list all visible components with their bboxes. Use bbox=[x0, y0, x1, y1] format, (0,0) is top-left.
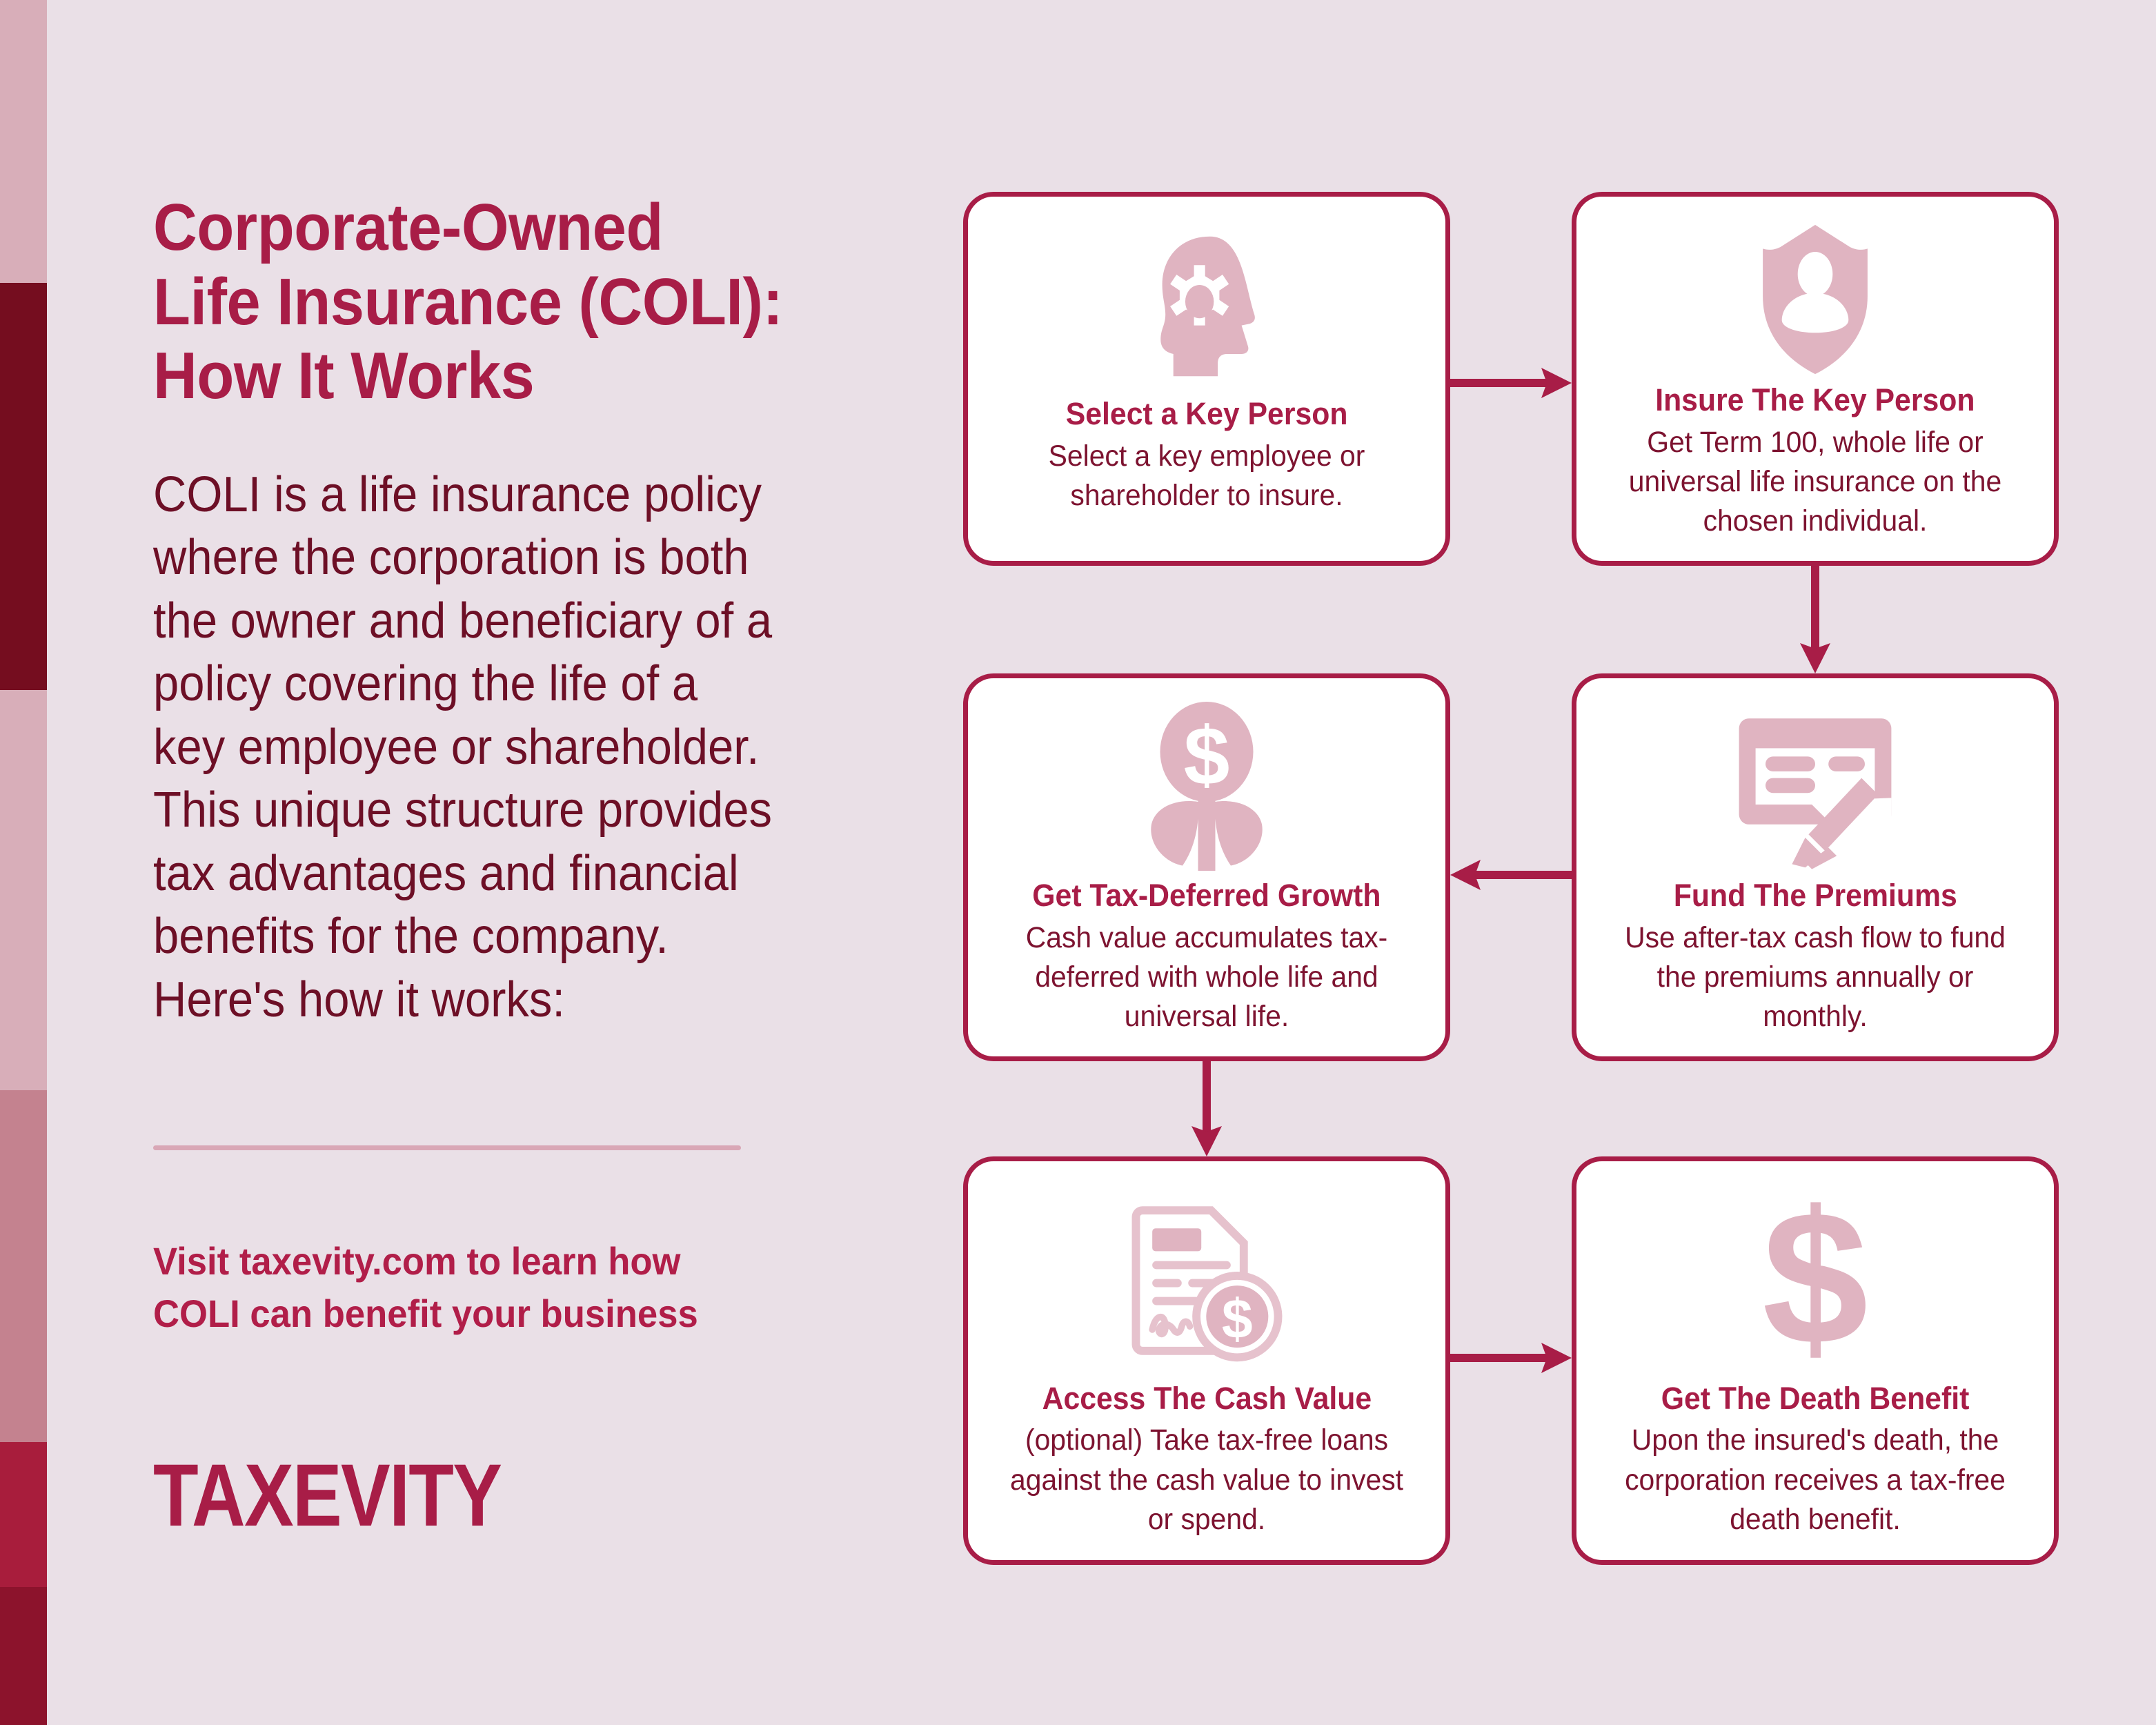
flow-card-get-the-death-benefit[interactable]: $ Get The Death Benefit Upon the insured… bbox=[1572, 1156, 2059, 1565]
document-with-coin-icon: $ bbox=[986, 1185, 1427, 1377]
card-description: Use after-tax cash flow to fund the prem… bbox=[1625, 920, 2006, 1033]
decorative-color-stripe bbox=[0, 0, 47, 1725]
card-description: Select a key employee or shareholder to … bbox=[1048, 439, 1365, 512]
flowchart: Select a Key Person Select a key employe… bbox=[963, 192, 2089, 1565]
page-title: Corporate-Owned Life Insurance (COLI): H… bbox=[153, 190, 783, 413]
stripe-band-6 bbox=[0, 1587, 47, 1725]
card-title: Fund The Premiums bbox=[1673, 878, 1957, 913]
call-to-action-text: Visit taxevity.com to learn how COLI can… bbox=[153, 1239, 698, 1335]
arrow-card4-to-card3 bbox=[1450, 860, 1572, 890]
flow-card-select-key-person[interactable]: Select a Key Person Select a key employe… bbox=[963, 192, 1450, 566]
card-title: Get The Death Benefit bbox=[1661, 1380, 1970, 1416]
flow-card-get-tax-deferred-growth[interactable]: $ Get Tax-Deferred Growth Cash value acc… bbox=[963, 673, 1450, 1061]
taxevity-logo: TAXEVITY bbox=[153, 1446, 502, 1545]
card-title: Insure The Key Person bbox=[1655, 382, 1975, 417]
money-flower-growth-icon: $ bbox=[986, 702, 1427, 874]
stripe-band-3 bbox=[0, 690, 47, 1090]
svg-text:$: $ bbox=[1762, 1198, 1868, 1363]
svg-text:$: $ bbox=[1184, 710, 1230, 802]
arrow-card2-to-card4 bbox=[1800, 566, 1830, 673]
card-description: Cash value accumulates tax-deferred with… bbox=[1025, 920, 1388, 1033]
card-title: Select a Key Person bbox=[1065, 396, 1348, 431]
intro-paragraph: COLI is a life insurance policy where th… bbox=[153, 467, 773, 1027]
dollar-sign-icon: $ bbox=[1594, 1185, 2036, 1377]
card-description: Upon the insured's death, the corporatio… bbox=[1625, 1423, 2006, 1536]
stripe-band-5 bbox=[0, 1442, 47, 1587]
stripe-band-4 bbox=[0, 1090, 47, 1442]
card-description: Get Term 100, whole life or universal li… bbox=[1628, 425, 2002, 538]
arrow-card3-to-card5 bbox=[1191, 1049, 1222, 1156]
svg-text:$: $ bbox=[1221, 1288, 1252, 1350]
arrow-card5-to-card6 bbox=[1450, 1343, 1572, 1373]
flow-card-insure-key-person[interactable]: Insure The Key Person Get Term 100, whol… bbox=[1572, 192, 2059, 566]
card-description: (optional) Take tax-free loans against t… bbox=[1010, 1423, 1403, 1536]
stripe-band-1 bbox=[0, 0, 47, 283]
head-with-gear-icon bbox=[986, 220, 1427, 393]
card-title: Get Tax-Deferred Growth bbox=[1032, 878, 1381, 913]
shield-with-person-icon bbox=[1594, 220, 2036, 379]
left-content-column: Corporate-Owned Life Insurance (COLI): H… bbox=[153, 0, 898, 1725]
horizontal-divider bbox=[153, 1145, 741, 1150]
flow-card-access-the-cash-value[interactable]: $ Access The Cash Value (optional) Take … bbox=[963, 1156, 1450, 1565]
card-title: Access The Cash Value bbox=[1042, 1380, 1372, 1416]
flow-card-fund-the-premiums[interactable]: Fund The Premiums Use after-tax cash flo… bbox=[1572, 673, 2059, 1061]
cheque-with-pen-icon bbox=[1594, 702, 2036, 874]
stripe-band-2 bbox=[0, 283, 47, 690]
arrow-card1-to-card2 bbox=[1450, 368, 1572, 398]
